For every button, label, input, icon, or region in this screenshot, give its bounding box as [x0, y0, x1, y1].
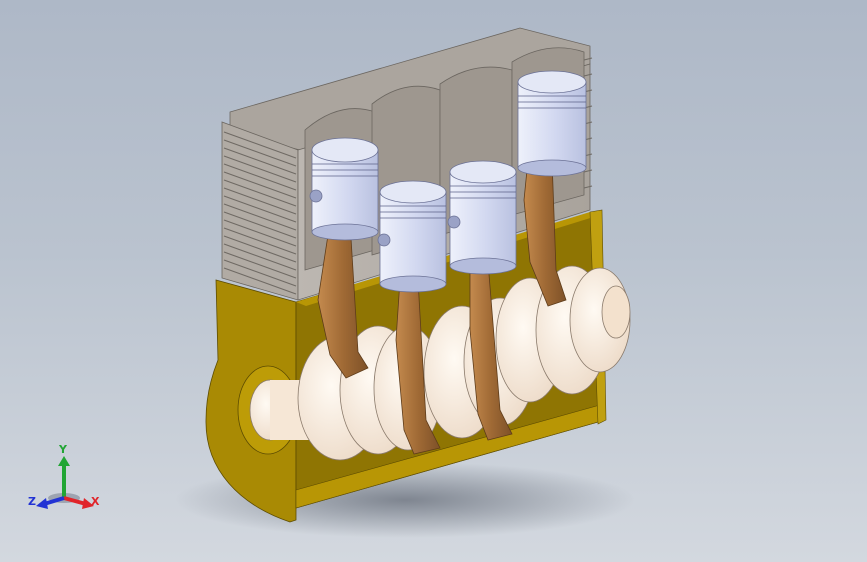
connecting-rod-2 [395, 279, 441, 455]
triad-x-arrow [82, 498, 94, 509]
cooling-fins [223, 131, 297, 295]
pistons[interactable] [309, 70, 587, 293]
triad-x-axis [63, 496, 87, 506]
triad-z-arrow [36, 498, 48, 509]
connecting-rod-1 [317, 221, 369, 379]
triad-x-label: X [91, 495, 100, 508]
triad-z-label: Z [28, 495, 36, 508]
triad-z-axis [43, 496, 65, 506]
connecting-rods[interactable] [317, 159, 567, 455]
crankcase-wall [296, 212, 600, 306]
orientation-triad[interactable]: Y X Z [26, 440, 106, 520]
crankshaft-rear-end [601, 285, 631, 339]
triad-axes [36, 456, 94, 509]
triad-y-arrow [58, 456, 70, 466]
connecting-rod-3 [469, 261, 513, 441]
piston-3 [447, 160, 517, 275]
piston-2 [377, 180, 447, 293]
triad-y-label: Y [59, 443, 67, 456]
piston-1 [309, 137, 379, 241]
piston-4 [517, 70, 587, 177]
connecting-rod-4 [523, 159, 567, 307]
